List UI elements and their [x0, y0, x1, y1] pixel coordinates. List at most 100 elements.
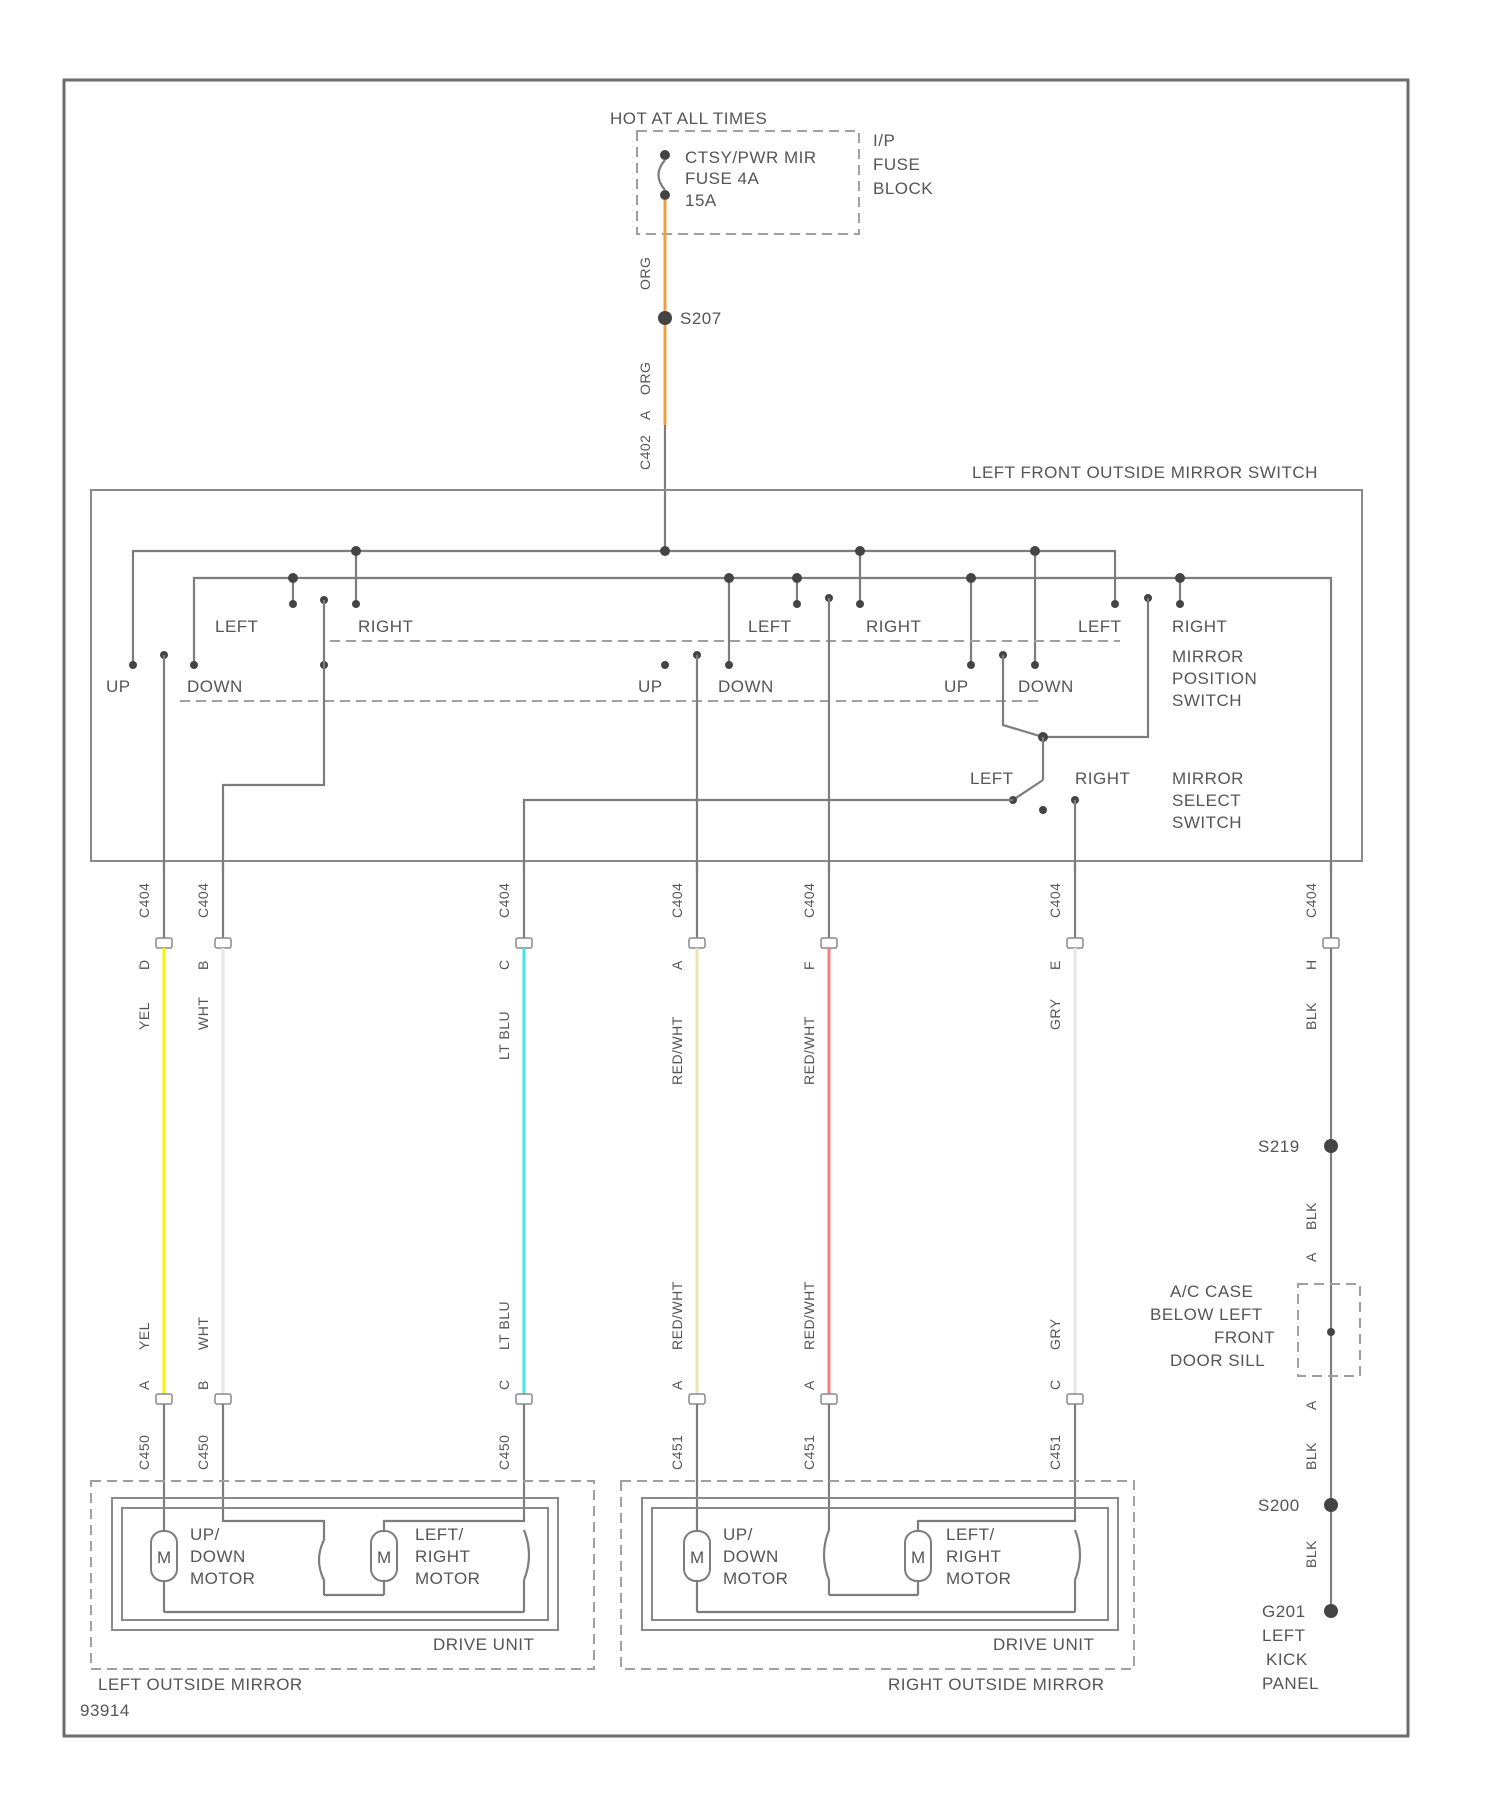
connector-pin [215, 1394, 231, 1404]
fuse-element [659, 160, 666, 190]
connector-pin [689, 1394, 705, 1404]
ground-connector-line-1: A/C CASE [1170, 1282, 1253, 1301]
wire-4-lower-pin: A [669, 1380, 685, 1390]
wire-2-connector: C404 [195, 883, 211, 918]
right-mirror-label: RIGHT OUTSIDE MIRROR [888, 1675, 1105, 1694]
bus-junction [855, 546, 865, 556]
wire-6: C404 E GRY GRY C C451 [1047, 861, 1083, 1508]
label-down-3: DOWN [1018, 677, 1074, 696]
connector-pin [156, 1394, 172, 1404]
contact-left-1 [289, 600, 297, 608]
left-motor1-line-2: DOWN [190, 1547, 246, 1566]
label-left-3: LEFT [1078, 617, 1122, 636]
left-motor2-line-1: LEFT/ [415, 1525, 464, 1544]
wire-3-lower-connector: C450 [496, 1435, 512, 1470]
wire-5-lower-color: RED/WHT [801, 1281, 817, 1350]
ground-wire-pin: H [1303, 959, 1319, 970]
connector-pin [1067, 938, 1083, 948]
label-down-2: DOWN [718, 677, 774, 696]
contact-down-2 [725, 661, 733, 669]
figure-id: 93914 [80, 1701, 130, 1720]
right-motor2-line-2: RIGHT [946, 1547, 1001, 1566]
connector-pin [821, 1394, 837, 1404]
contact-up-1 [129, 661, 137, 669]
splice-s207-label: S207 [680, 309, 722, 328]
ground-connector-line-2: BELOW LEFT [1150, 1305, 1263, 1324]
fuse-terminal-bottom [660, 190, 670, 200]
connector-pin [1067, 1394, 1083, 1404]
wire-1: C404 D YEL YEL A C450 [136, 861, 172, 1508]
select-switch-line-1: MIRROR [1172, 769, 1244, 788]
label-up-1: UP [106, 677, 131, 696]
right-motor1-symbol: M [690, 1548, 705, 1567]
left-motor2-line-2: RIGHT [415, 1547, 470, 1566]
right-motor1-line-2: DOWN [723, 1547, 779, 1566]
splice-s207 [658, 311, 672, 325]
left-mirror-label: LEFT OUTSIDE MIRROR [98, 1675, 303, 1694]
label-right-1: RIGHT [358, 617, 413, 636]
splice-s200-label: S200 [1258, 1496, 1300, 1515]
right-motor2-breaker [1075, 1530, 1080, 1580]
wire-4-lower-connector: C451 [669, 1435, 685, 1470]
fuse-block-line-1: I/P [873, 131, 895, 150]
ground-wire-color-3: BLK [1303, 1442, 1319, 1470]
ground-connector-line-3: FRONT [1214, 1328, 1275, 1347]
wire-5: C404 F RED/WHT RED/WHT A C451 [801, 861, 837, 1508]
position-switch-return [1003, 598, 1148, 737]
wire-4-pin: A [669, 960, 685, 970]
select-label-left: LEFT [970, 769, 1014, 788]
contact-right-1 [352, 600, 360, 608]
fuse-line-1: CTSY/PWR MIR [685, 148, 817, 167]
right-motor1-line-3: MOTOR [723, 1569, 788, 1588]
connector-pin [1323, 938, 1339, 948]
ground-line-4: PANEL [1262, 1674, 1319, 1693]
ground-point-g201 [1324, 1604, 1338, 1618]
bus-junction [724, 573, 734, 583]
connector-pin [215, 938, 231, 948]
wire-5-lower-connector: C451 [801, 1435, 817, 1470]
ground-line-2: LEFT [1262, 1626, 1306, 1645]
label-left-1: LEFT [215, 617, 259, 636]
select-switch-blade [1013, 780, 1043, 800]
ground-pin-2: A [1303, 1400, 1319, 1410]
bus-junction [792, 573, 802, 583]
select-switch-line-2: SELECT [1172, 791, 1241, 810]
bus-junction [966, 573, 976, 583]
label-right-3: RIGHT [1172, 617, 1227, 636]
feed-wire-color-lower: ORG [637, 362, 653, 395]
position-switch-line-1: MIRROR [1172, 647, 1244, 666]
wire-1-lower-color: YEL [136, 1322, 152, 1350]
wire-5-pin: F [801, 961, 817, 970]
wire-2-lower-connector: C450 [195, 1435, 211, 1470]
wire-6-lower-color: GRY [1047, 1318, 1063, 1350]
ground-line-3: KICK [1266, 1650, 1308, 1669]
wire-2-lower-pin: B [195, 1380, 211, 1390]
ground-wire-connector: C404 [1303, 883, 1319, 918]
wire-1-lower-connector: C450 [136, 1435, 152, 1470]
left-motor2-breaker [524, 1530, 529, 1580]
select-contact-common [1039, 806, 1047, 814]
left-drive-unit-inner [122, 1508, 548, 1620]
wire-4: C404 A RED/WHT RED/WHT A C451 [669, 861, 705, 1508]
switch-title: LEFT FRONT OUTSIDE MIRROR SWITCH [972, 463, 1318, 482]
feed-wire-pin: A [637, 410, 653, 420]
wire-6-pin: E [1047, 960, 1063, 970]
ground-pin-1: A [1303, 1252, 1319, 1262]
contact-down-1 [190, 661, 198, 669]
ground-line-1: G201 [1262, 1602, 1306, 1621]
right-motor1-line-1: UP/ [723, 1525, 753, 1544]
connector-pin [156, 938, 172, 948]
right-drive-unit-outline [642, 1498, 1118, 1630]
wire-5-connector: C404 [801, 883, 817, 918]
right-drive-unit-label: DRIVE UNIT [993, 1635, 1094, 1654]
right-motor2-line-1: LEFT/ [946, 1525, 995, 1544]
wire-4-lower-color: RED/WHT [669, 1281, 685, 1350]
wire-3-pin: C [496, 959, 512, 970]
wire-3-lower-pin: C [496, 1379, 512, 1390]
ground-wire-color-2: BLK [1303, 1202, 1319, 1230]
label-up-2: UP [638, 677, 663, 696]
left-drive-unit-outline [112, 1498, 558, 1630]
left-motor2-symbol: M [377, 1548, 392, 1567]
left-motor1-symbol: M [157, 1548, 172, 1567]
connector-pin [516, 1394, 532, 1404]
